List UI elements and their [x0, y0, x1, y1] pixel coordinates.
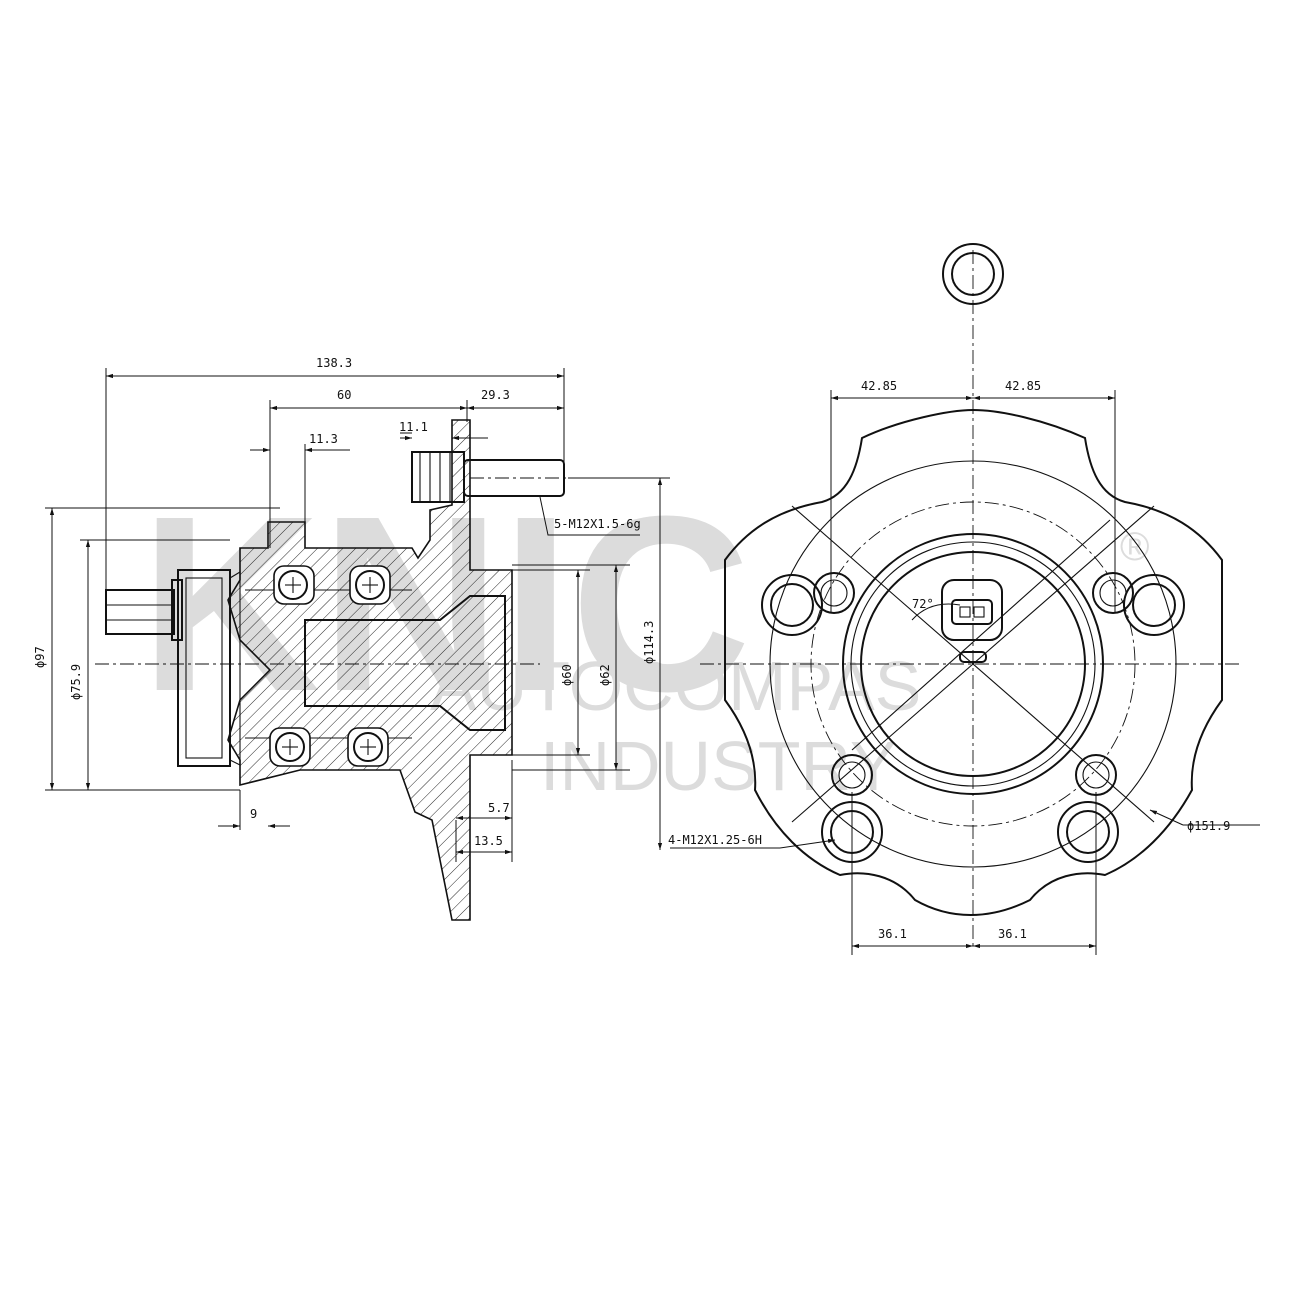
- dim-right-offset: 42.85: [1005, 379, 1041, 393]
- wheel-stud: [411, 451, 580, 503]
- hub-section-body: [227, 419, 513, 921]
- bearing-balls: [269, 565, 391, 767]
- front-view: 42.85 42.85 36.1 36.1 72° ϕ151.9 4-M12X1…: [668, 243, 1260, 955]
- side-extension-lines: [45, 368, 670, 862]
- dim-bottom-left: 36.1: [878, 927, 907, 941]
- front-dimension-lines: [670, 395, 1260, 949]
- ball-lower-left: [269, 727, 311, 767]
- dim-connector-width: 11.3: [309, 432, 338, 446]
- sensor-housing: [105, 569, 241, 767]
- watermark-line2: INDUSTRY: [540, 727, 897, 805]
- ball-upper-right: [349, 565, 391, 605]
- dim-flange-thickness: 11.1: [399, 420, 428, 434]
- abs-sensor-connector: [941, 579, 1003, 663]
- dim-left-offset: 42.85: [861, 379, 897, 393]
- ball-upper-left: [273, 565, 315, 605]
- dim-dia-60: ϕ60: [560, 664, 574, 686]
- dim-angle: 72°: [912, 597, 934, 611]
- dim-dia-114-3: ϕ114.3: [642, 621, 656, 664]
- dim-bottom-right: 36.1: [998, 927, 1027, 941]
- side-section-view: 138.3 60 29.3 11.3 11.1 5-M12X1.5-6g ϕ97…: [33, 356, 670, 921]
- dim-pilot-depth: 5.7: [488, 801, 510, 815]
- stud-hole-upper-right: [1123, 574, 1185, 636]
- stud-hole-upper-left: [761, 574, 823, 636]
- dim-stud-protrusion: 29.3: [481, 388, 510, 402]
- dim-bolt-circle: ϕ151.9: [1187, 819, 1230, 833]
- dim-stud-thread: 5-M12X1.5-6g: [554, 517, 641, 531]
- side-dimension-lines: [49, 373, 663, 855]
- flange-outline: [724, 408, 1223, 916]
- dim-dia-75-9: ϕ75.9: [69, 664, 83, 700]
- front-centerlines: [700, 250, 1240, 950]
- dim-overall-length: 138.3: [316, 356, 352, 370]
- watermark-registered-mark: ®: [1120, 525, 1149, 569]
- dim-pilot-length: 13.5: [474, 834, 503, 848]
- dim-dia-97: ϕ97: [33, 646, 47, 668]
- dim-dia-62: ϕ62: [598, 664, 612, 686]
- stud-hole-lower-right: [1057, 801, 1119, 863]
- dim-flange-to-hub: 60: [337, 388, 351, 402]
- center-bore: [304, 595, 506, 731]
- dim-seal-offset: 9: [250, 807, 257, 821]
- dim-mount-thread: 4-M12X1.25-6H: [668, 833, 762, 847]
- ball-lower-right: [347, 727, 389, 767]
- front-extension-lines: [830, 390, 1116, 955]
